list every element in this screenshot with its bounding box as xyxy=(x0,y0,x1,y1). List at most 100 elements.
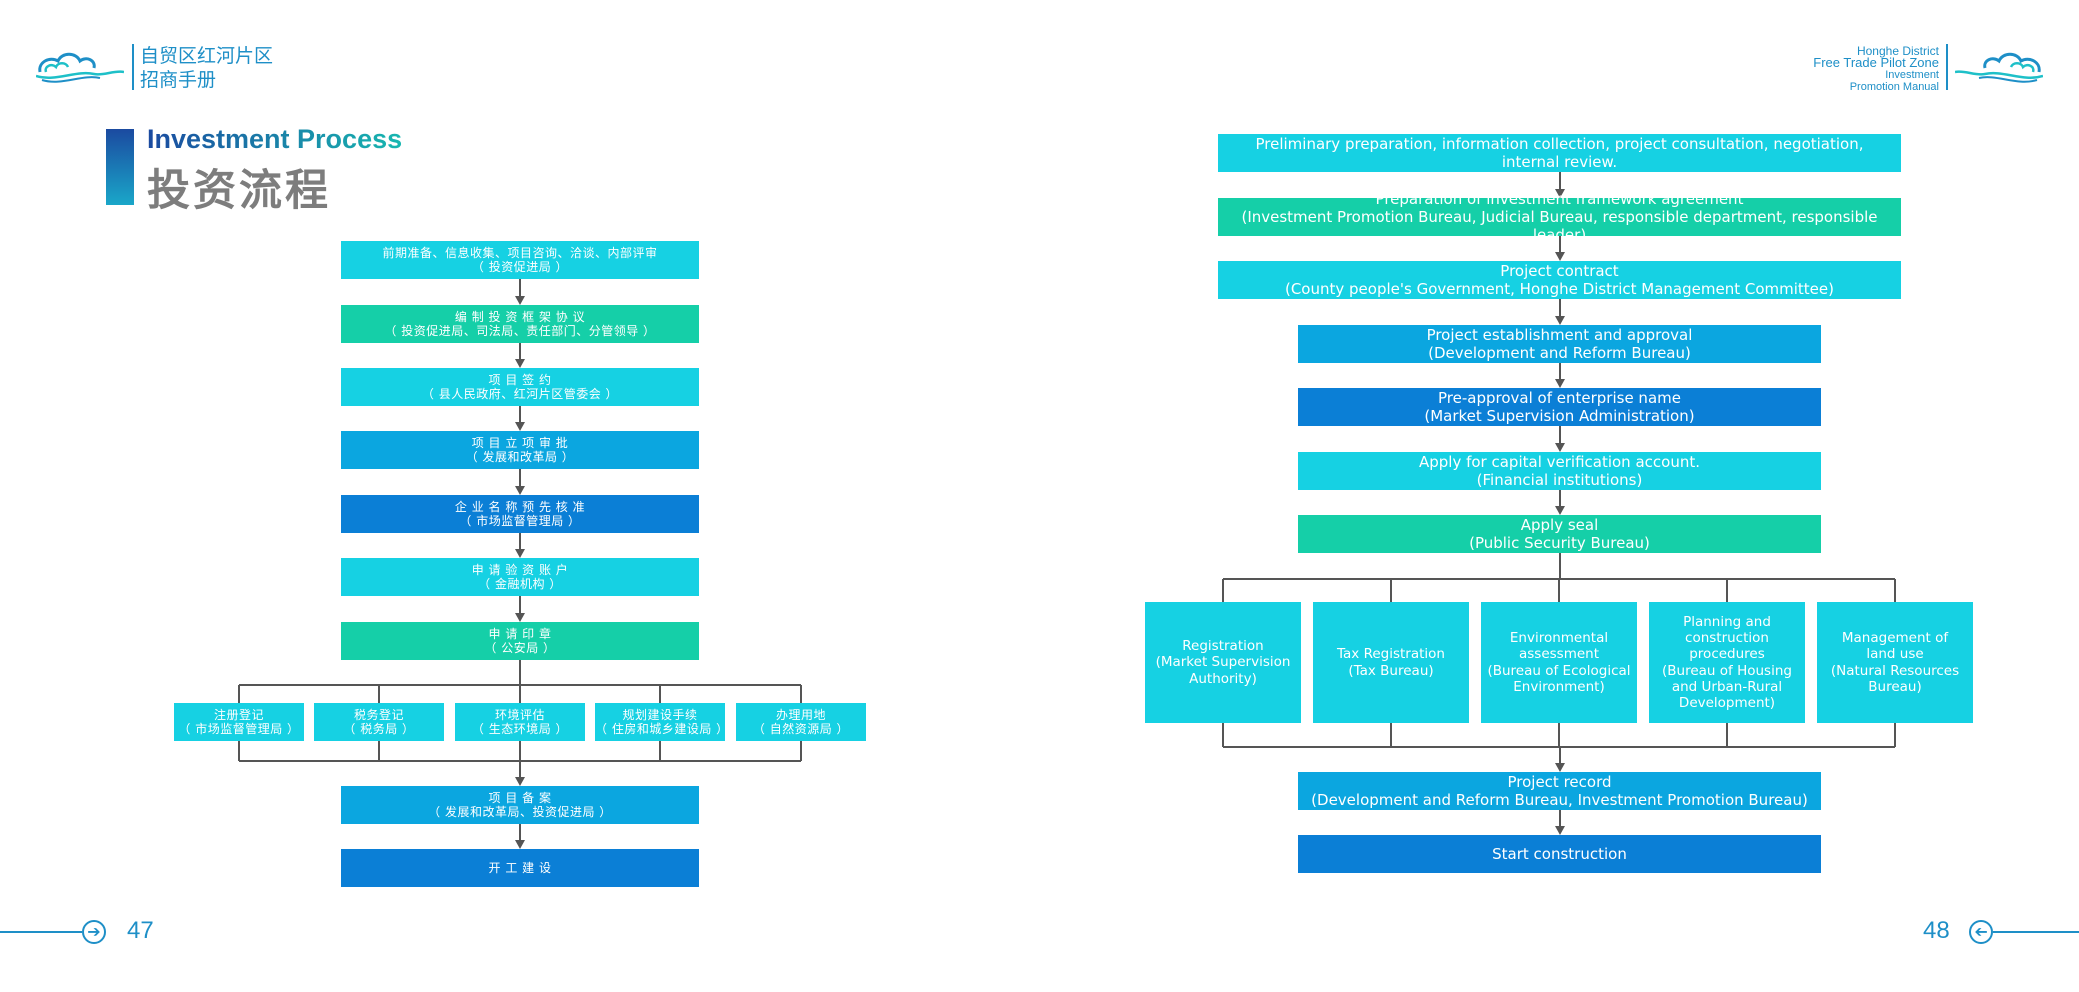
right-step-7-title: Apply seal xyxy=(1520,516,1599,534)
left-step-6-title: 申 请 验 资 账 户 xyxy=(471,562,569,577)
right-branch-5-line-3: (Natural Resources xyxy=(1830,662,1960,679)
header-title-cn-line1: 自贸区红河片区 xyxy=(140,45,274,67)
right-connector-merge-line xyxy=(1559,747,1561,766)
left-start-title: 开 工 建 设 xyxy=(488,860,552,875)
left-step-6-dept: （ 金融机构 ） xyxy=(478,577,562,591)
left-branch-drop-3 xyxy=(519,685,521,703)
left-step-1-title: 前期准备、信息收集、项目咨询、洽谈、内部评审 xyxy=(382,245,658,260)
left-connector-merge-line xyxy=(519,761,521,780)
right-step-1-title: Preliminary preparation, information col… xyxy=(1255,135,1864,153)
right-step-4-title: Project establishment and approval xyxy=(1426,326,1693,344)
right-branch-rise-3 xyxy=(1558,723,1560,747)
right-branch-drop-5 xyxy=(1894,579,1896,602)
left-step-4: 项 目 立 项 审 批（ 发展和改革局 ） xyxy=(341,431,699,469)
prev-page-arrow-icon[interactable]: ➔ xyxy=(1969,920,1993,944)
right-step-6: Apply for capital verification account.(… xyxy=(1298,452,1821,490)
right-step-4-dept: (Development and Reform Bureau) xyxy=(1428,344,1691,362)
left-branch-3: 环境评估（ 生态环境局 ） xyxy=(455,703,585,741)
left-branch-2-dept: （ 税务局 ） xyxy=(343,722,415,736)
left-branch-1: 注册登记（ 市场监督管理局 ） xyxy=(174,703,304,741)
left-step-2-title: 编 制 投 资 框 架 协 议 xyxy=(454,309,586,324)
right-branch-1-line-1: Registration xyxy=(1182,638,1264,655)
page-number-right: 48 xyxy=(1923,917,1950,944)
left-branch-1-title: 注册登记 xyxy=(213,707,264,722)
header-divider-left xyxy=(132,44,134,90)
left-branch-5: 办理用地（ 自然资源局 ） xyxy=(736,703,866,741)
left-record-dept: （ 发展和改革局、投资促进局 ） xyxy=(428,805,612,819)
left-branch-stem xyxy=(519,660,521,685)
title-en-text: Investment Process xyxy=(147,124,403,154)
left-branch-drop-5 xyxy=(800,685,802,703)
right-connector-1-line xyxy=(1559,172,1561,192)
left-connector-2-arrow-icon xyxy=(515,359,525,368)
left-branch-rise-4 xyxy=(659,741,661,761)
left-step-1-dept: （ 投资促进局 ） xyxy=(471,260,569,274)
left-branch-rise-3 xyxy=(519,741,521,761)
right-start-step: Start construction xyxy=(1298,835,1821,873)
left-branch-4-dept: （ 住房和城乡建设局 ） xyxy=(595,722,729,736)
right-connector-6-arrow-icon xyxy=(1555,506,1565,515)
left-step-7-title: 申 请 印 章 xyxy=(488,626,552,641)
right-connector-6-line xyxy=(1559,490,1561,509)
right-record-step: Project record(Development and Reform Bu… xyxy=(1298,772,1821,810)
left-step-3-dept: （ 县人民政府、红河片区管委会 ） xyxy=(421,387,619,401)
left-connector-2-line xyxy=(519,343,521,362)
right-step-3-dept: (County people's Government, Honghe Dist… xyxy=(1284,280,1834,298)
left-step-5-dept: （ 市场监督管理局 ） xyxy=(459,514,581,528)
left-connector-4-arrow-icon xyxy=(515,486,525,495)
right-branch-3-line-2: assessment xyxy=(1518,646,1600,663)
right-branch-4-line-4: (Bureau of Housing xyxy=(1662,662,1792,679)
left-connector-5-line xyxy=(519,533,521,552)
right-step-7-dept: (Public Security Bureau) xyxy=(1469,534,1650,552)
right-record-dept: (Development and Reform Bureau, Investme… xyxy=(1311,791,1808,809)
right-branch-drop-4 xyxy=(1726,579,1728,602)
left-connector-5-arrow-icon xyxy=(515,549,525,558)
right-branch-drop-3 xyxy=(1558,579,1560,602)
left-branch-5-title: 办理用地 xyxy=(775,707,826,722)
next-page-arrow-icon[interactable]: ➔ xyxy=(82,920,106,944)
left-branch-drop-1 xyxy=(238,685,240,703)
header-title-cn: 自贸区红河片区 招商手册 xyxy=(140,44,273,92)
left-step-2: 编 制 投 资 框 架 协 议（ 投资促进局、司法局、责任部门、分管领导 ） xyxy=(341,305,699,343)
right-connector-2-line xyxy=(1559,236,1561,255)
left-branch-2: 税务登记（ 税务局 ） xyxy=(314,703,444,741)
right-connector-final-arrow-icon xyxy=(1555,826,1565,835)
right-connector-final-line xyxy=(1559,810,1561,829)
right-step-2-title: Preparation of investment framework agre… xyxy=(1375,190,1744,208)
right-step-6-title: Apply for capital verification account. xyxy=(1418,453,1700,471)
left-connector-final-line xyxy=(519,824,521,843)
left-branch-drop-4 xyxy=(659,685,661,703)
left-connector-6-arrow-icon xyxy=(515,613,525,622)
left-branch-drop-2 xyxy=(378,685,380,703)
left-branch-4-title: 规划建设手续 xyxy=(622,707,698,722)
left-step-3-title: 项 目 签 约 xyxy=(488,372,552,387)
title-accent-bar xyxy=(106,129,134,205)
cloud-logo-left-icon xyxy=(36,52,124,83)
right-connector-1-arrow-icon xyxy=(1555,189,1565,198)
header-title-en-line2: Free Trade Pilot Zone xyxy=(1813,55,1939,70)
right-branch-1-line-3: Authority) xyxy=(1189,670,1257,687)
right-branch-4-line-3: procedures xyxy=(1689,646,1765,663)
right-branch-3-line-1: Environmental xyxy=(1509,630,1609,647)
left-step-5-title: 企 业 名 称 预 先 核 准 xyxy=(454,499,586,514)
right-step-4: Project establishment and approval(Devel… xyxy=(1298,325,1821,363)
right-step-5: Pre-approval of enterprise name(Market S… xyxy=(1298,388,1821,426)
right-step-1-dept: internal review. xyxy=(1501,153,1618,171)
right-branch-4-line-5: and Urban-Rural xyxy=(1671,678,1783,695)
left-connector-4-line xyxy=(519,469,521,489)
left-branch-rise-1 xyxy=(238,741,240,761)
header-title-en-line1: Honghe District xyxy=(1856,44,1939,58)
right-branch-2: Tax Registration(Tax Bureau) xyxy=(1313,602,1469,723)
page-number-left: 47 xyxy=(127,917,154,944)
right-branch-3-line-4: Environment) xyxy=(1513,678,1605,695)
right-step-5-title: Pre-approval of enterprise name xyxy=(1438,389,1681,407)
right-step-3: Project contract(County people's Governm… xyxy=(1218,261,1901,299)
right-step-2-dept: (Investment Promotion Bureau, Judicial B… xyxy=(1241,208,1878,244)
header-title-cn-line2: 招商手册 xyxy=(140,69,217,91)
left-step-6: 申 请 验 资 账 户（ 金融机构 ） xyxy=(341,558,699,596)
left-step-7-dept: （ 公安局 ） xyxy=(484,641,556,655)
left-connector-6-line xyxy=(519,596,521,616)
